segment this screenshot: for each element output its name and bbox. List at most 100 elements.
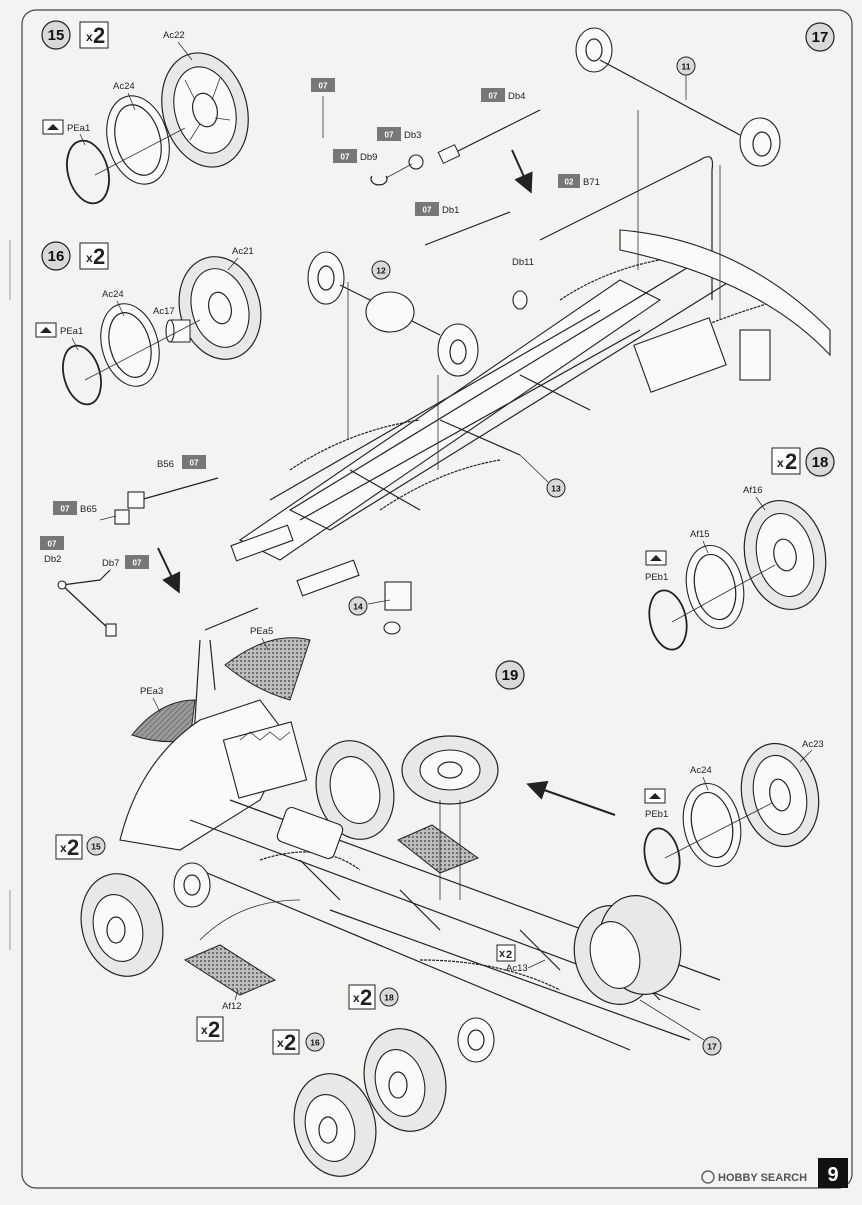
spare-tire [401,735,499,805]
svg-text:2: 2 [67,835,79,860]
label-db7: Db7 [102,558,119,569]
paint-02-b71: 02 [558,174,580,188]
svg-text:14: 14 [353,602,363,612]
step-19-qty-15: x 2 [55,834,83,860]
svg-text:18: 18 [384,993,394,1003]
svg-text:2: 2 [93,244,105,269]
rim-ac24-b [100,303,160,387]
label-b56: B56 [157,459,174,470]
label-ac24: Ac24 [113,81,135,92]
svg-text:07: 07 [48,540,57,549]
step-18-badge: 18 [805,447,835,477]
step-19-qty-af12: x 2 [196,1016,224,1042]
page-border [21,9,853,1189]
svg-text:07: 07 [341,153,350,162]
front-wheel-15 [80,873,164,977]
label-pea5: PEa5 [250,626,273,637]
label-ac22: Ac22 [163,30,185,41]
step-16-number: 16 [48,248,65,265]
step-18-qty: x 2 [771,447,801,475]
svg-text:13: 13 [551,484,561,494]
label-af15: Af15 [690,529,710,540]
label-ac24-c: Ac24 [690,765,712,776]
step-17-number: 17 [812,29,829,46]
callout-13: 13 [546,478,566,498]
step-17: 17 11 07 07 Db4 07 [230,22,835,635]
step-15-badge: 15 [41,20,71,50]
label-ac21: Ac21 [232,246,254,257]
label-db4: Db4 [508,91,525,102]
front-axle-12 [307,251,479,377]
svg-text:2: 2 [208,1017,220,1042]
step-18: x 2 18 Af16 Af15 PEb1 [645,447,835,651]
label-b71: B71 [583,177,600,188]
svg-text:2: 2 [284,1030,296,1055]
svg-text:07: 07 [385,131,394,140]
svg-text:02: 02 [565,178,574,187]
svg-text:x: x [86,251,93,265]
step-17-badge: 17 [805,22,835,52]
chassis-frame-13 [230,229,831,597]
photo-etch-icon-d [644,788,666,804]
svg-text:17: 17 [707,1042,717,1052]
step-15-number: 15 [48,27,65,44]
pe-ring-peb1 [648,589,688,651]
callout-12: 12 [371,260,391,280]
mudguard-pea3 [131,699,196,743]
rear-wheel-18 [363,1028,447,1132]
svg-text:x: x [499,948,506,960]
paint-07-b65: 07 [53,501,77,515]
running-board-af12 [183,944,277,996]
steering-subassembly: B56 07 07 B65 07 Db2 Db7 07 [40,455,219,637]
label-ac17: Ac17 [153,306,175,317]
step-19-qty-ac13: x 2 [496,944,516,962]
svg-text:07: 07 [190,459,199,468]
brake-drum-front [173,862,211,908]
photo-etch-icon-b [35,322,57,338]
paint-07-b56: 07 [182,455,206,469]
callout-15: 15 [86,836,106,856]
svg-text:2: 2 [360,985,372,1010]
callout-18: 18 [379,987,399,1007]
svg-text:16: 16 [310,1038,320,1048]
rim-ac24 [106,95,170,185]
tire-ac21 [178,256,262,360]
callout-11: 11 [676,56,696,76]
tire-ac22 [161,52,249,168]
label-db1: Db1 [442,205,459,216]
step-19: 19 PEa5 PEa3 [55,607,824,1177]
paint-07-db4: 07 [481,88,505,102]
paint-07-db1: 07 [415,202,439,216]
label-ac13: Ac13 [506,963,528,974]
paint-07-db3: 07 [377,127,401,141]
label-b65: B65 [80,504,97,515]
label-peb1: PEb1 [645,572,668,583]
svg-text:07: 07 [133,559,142,568]
paint-07-a: 07 [311,78,335,92]
label-ac24-b: Ac24 [102,289,124,300]
label-peb1-b: PEb1 [645,809,668,820]
label-af16: Af16 [743,485,763,496]
pe-ring-pea1 [66,139,110,205]
svg-text:12: 12 [376,266,386,276]
svg-text:x: x [277,1036,284,1050]
step-18-number: 18 [812,454,829,471]
step-19-number: 19 [502,667,519,684]
tire-ac23 [740,742,820,848]
step-16: 16 x 2 Ac21 Ac24 Ac17 [35,241,262,406]
label-db3: Db3 [404,130,421,141]
part-14: 14 [348,581,412,635]
svg-text:2: 2 [93,23,105,48]
paint-07-db2: 07 [40,536,64,550]
pe-ring-pea1-b [62,344,102,406]
label-pea3: PEa3 [140,686,163,697]
step-15: 15 x 2 Ac22 Ac24 PEa1 [41,20,249,205]
step-16-qty: x 2 [79,242,109,270]
photo-etch-icon-c [645,550,667,566]
svg-text:11: 11 [682,62,691,72]
label-pea1-b: PEa1 [60,326,83,337]
label-pea1: PEa1 [67,123,90,134]
callout-17: 17 [702,1036,722,1056]
